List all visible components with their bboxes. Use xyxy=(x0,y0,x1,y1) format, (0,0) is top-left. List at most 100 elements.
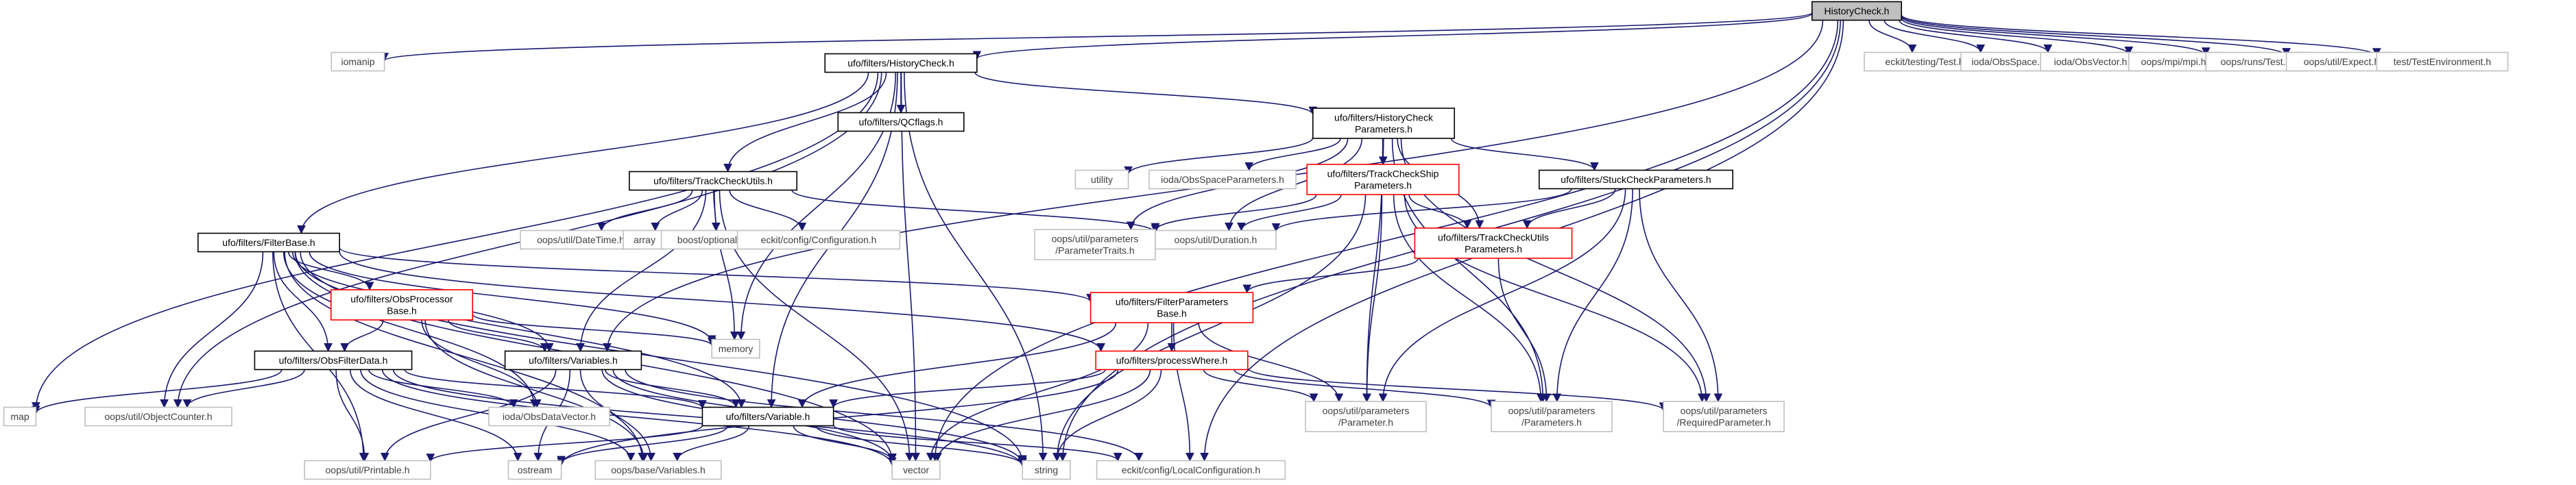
edge-root-to-expect xyxy=(1901,15,2291,57)
edge-processwhere-to-parameters xyxy=(1233,369,1496,409)
edge-stuckparams-to-parameters xyxy=(1552,188,1633,403)
edge-trackutils-to-duration xyxy=(791,190,1160,234)
graph-node-objcounter: oops/util/ObjectCounter.h xyxy=(84,406,232,427)
graph-node-filterbase[interactable]: ufo/filters/FilterBase.h xyxy=(197,232,340,253)
node-box xyxy=(701,406,834,427)
edge-obsfilterdata-to-iodadatavec xyxy=(368,369,518,408)
edge-filterbase-to-processwhere xyxy=(339,251,1105,352)
node-label: eckit/config/LocalConfiguration.h xyxy=(1122,464,1260,475)
edge-variable-to-vector xyxy=(793,425,897,462)
node-label: Parameters.h xyxy=(1465,243,1522,254)
edge-hist-to-string xyxy=(904,72,1048,462)
node-box xyxy=(1305,401,1427,432)
node-label: oops/util/parameters xyxy=(1052,233,1139,244)
graph-node-obsvector: ioda/ObsVector.h xyxy=(2040,51,2141,72)
graph-node-variables[interactable]: ufo/filters/Variables.h xyxy=(504,350,642,371)
edge-filterbase-to-variable xyxy=(294,251,746,408)
node-box xyxy=(628,171,797,191)
graph-node-reqparam: oops/util/parameters/RequiredParameter.h xyxy=(1663,401,1785,432)
node-label: ufo/filters/TrackCheckUtils.h xyxy=(653,175,773,186)
edge-filterbase-to-obsfilterdata xyxy=(273,251,333,352)
graph-node-localconf: eckit/config/LocalConfiguration.h xyxy=(1096,460,1286,480)
edge-processwhere-to-string xyxy=(1052,369,1162,462)
node-label: oops/mpi/mpi.h xyxy=(2141,56,2206,67)
node-box xyxy=(1312,108,1456,139)
edge-shipparams-to-trackutilsparams xyxy=(1408,194,1472,229)
graph-node-hist[interactable]: ufo/filters/HistoryCheck.h xyxy=(824,53,978,73)
node-box xyxy=(1811,1,1903,21)
edge-obsproc-to-obsfilterdata xyxy=(340,319,384,352)
edge-processwhere-to-reqparam xyxy=(1247,367,1668,412)
graph-node-parameters: oops/util/parameters/Parameters.h xyxy=(1491,401,1613,432)
node-label: oops/util/ObjectCounter.h xyxy=(104,411,212,422)
graph-node-vector: vector xyxy=(891,460,941,480)
edge-processwhere-to-vector xyxy=(933,369,1151,462)
node-label: boost/optional.hpp xyxy=(677,234,756,245)
node-box xyxy=(1148,169,1297,190)
graph-node-iomanip: iomanip xyxy=(330,51,385,72)
node-box xyxy=(594,460,722,480)
edge-obsfilterdata-to-printable xyxy=(335,369,370,462)
graph-node-stuckparams[interactable]: ufo/filters/StuckCheckParameters.h xyxy=(1539,169,1734,190)
graph-node-obsfilterdata[interactable]: ufo/filters/ObsFilterData.h xyxy=(254,350,413,371)
node-box xyxy=(254,350,413,371)
node-box xyxy=(736,229,901,250)
node-label: oops/util/Duration.h xyxy=(1175,234,1257,245)
graph-node-iodadatavec: ioda/ObsDataVector.h xyxy=(488,406,610,427)
graph-node-memory: memory xyxy=(711,338,760,359)
edge-variables-to-localconf xyxy=(625,369,1144,462)
edge-root-to-runs_test xyxy=(1901,16,2211,57)
node-label: oops/util/Expect.h xyxy=(2304,56,2380,67)
node-label: ufo/filters/HistoryCheck xyxy=(1334,112,1434,123)
node-label: ufo/filters/Variables.h xyxy=(529,355,618,366)
edge-obsproc-to-basevars xyxy=(424,319,649,462)
graph-node-paramtraits: oops/util/parameters/ParameterTraits.h xyxy=(1034,229,1156,260)
graph-node-utility: utility xyxy=(1074,169,1129,190)
graph-node-qcflags[interactable]: ufo/filters/QCflags.h xyxy=(837,112,965,132)
node-label: /ParameterTraits.h xyxy=(1055,245,1134,256)
node-box xyxy=(1539,169,1734,190)
node-label: ufo/filters/Variable.h xyxy=(726,411,810,422)
node-label: oops/util/Printable.h xyxy=(326,464,410,475)
graph-node-testenv: test/TestEnvironment.h xyxy=(2376,51,2509,72)
graph-node-eckitconf: eckit/config/Configuration.h xyxy=(736,229,901,250)
node-label: ufo/filters/ObsFilterData.h xyxy=(279,355,388,366)
node-box xyxy=(2040,51,2141,72)
edge-obsfilterdata-to-variable xyxy=(404,369,707,409)
edge-stuckparams-to-duration xyxy=(1271,188,1572,232)
node-box xyxy=(891,460,941,480)
graph-node-ostream: ostream xyxy=(507,460,562,480)
node-box xyxy=(1096,460,1286,480)
node-label: eckit/config/Configuration.h xyxy=(761,234,877,245)
graph-node-array: array xyxy=(623,229,666,250)
graph-node-obsspaceparams: ioda/ObsSpaceParameters.h xyxy=(1148,169,1297,190)
graph-node-processwhere[interactable]: ufo/filters/processWhere.h xyxy=(1095,350,1249,371)
edge-trackutilsparams-to-filterparams xyxy=(1242,258,1419,294)
graph-node-root[interactable]: HistoryCheck.h xyxy=(1811,1,1903,21)
node-label: /Parameters.h xyxy=(1521,416,1582,427)
node-label: /Parameter.h xyxy=(1338,416,1393,427)
node-label: ufo/filters/HistoryCheck.h xyxy=(847,58,954,69)
edge-hist-to-map xyxy=(32,72,879,411)
graph-node-trackutils[interactable]: ufo/filters/TrackCheckUtils.h xyxy=(628,171,797,191)
node-label: ufo/filters/TrackCheckShip xyxy=(1327,168,1439,179)
edge-processwhere-to-parameter xyxy=(1203,369,1319,403)
edge-obsfilterdata-to-ostream xyxy=(350,369,522,462)
node-box xyxy=(1491,401,1613,432)
edge-stuckparams-to-reqparam xyxy=(1639,188,1723,403)
graph-node-variable[interactable]: ufo/filters/Variable.h xyxy=(701,406,834,427)
edge-hist-to-histparams xyxy=(974,72,1318,116)
edge-variable-to-basevars xyxy=(673,425,750,462)
edge-filterparams-to-vector xyxy=(926,322,1149,462)
node-box xyxy=(488,406,610,427)
node-label: ioda/ObsSpaceParameters.h xyxy=(1161,174,1284,185)
node-label: Base.h xyxy=(387,305,417,316)
node-label: memory xyxy=(719,343,754,354)
edge-obsproc-to-memory xyxy=(472,313,717,347)
